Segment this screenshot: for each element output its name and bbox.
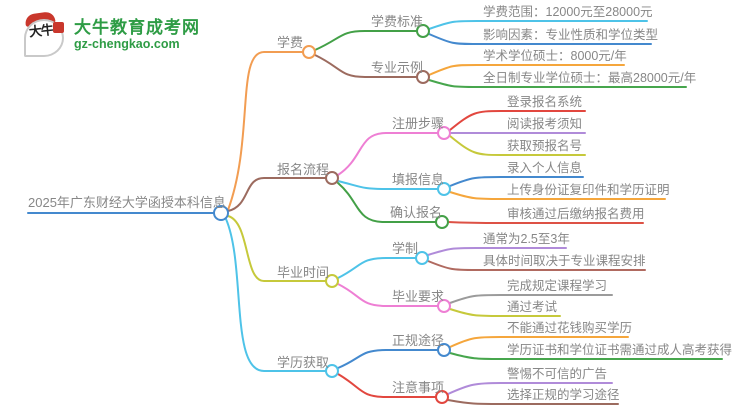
leaf-get-preregistration-number[interactable]: 获取预报名号 bbox=[507, 139, 583, 153]
edge-graduation-time bbox=[227, 215, 327, 282]
study-duration-node-circle[interactable] bbox=[415, 251, 429, 265]
leaf-influencing-factors[interactable]: 影响因素：专业性质和学位类型 bbox=[483, 28, 659, 42]
tuition-node-circle[interactable] bbox=[302, 45, 316, 59]
site-url: gz-chengkao.com bbox=[74, 37, 180, 51]
edge-registration-process bbox=[227, 177, 327, 212]
mindmap-edges bbox=[27, 20, 723, 405]
leaf-login-system[interactable]: 登录报名系统 bbox=[507, 95, 583, 109]
precautions-node-circle[interactable] bbox=[435, 390, 449, 404]
edge-graduation-requirements bbox=[337, 283, 439, 307]
leaf-cannot-buy-diploma[interactable]: 不能通过花钱购买学历 bbox=[507, 321, 633, 335]
leaf-academic-master-fee[interactable]: 学术学位硕士：8000元/年 bbox=[483, 49, 627, 63]
edge-beware-ads bbox=[447, 382, 613, 395]
edge-confirm-registration bbox=[337, 182, 437, 223]
edge-upload-id-documents bbox=[449, 191, 666, 200]
registration-process-node-circle[interactable] bbox=[325, 171, 339, 185]
edge-cannot-buy-diploma bbox=[449, 336, 629, 348]
leaf-certificates-via-gaokao[interactable]: 学历证书和学位证书需通过成人高考获得 bbox=[507, 343, 733, 357]
root-node-label[interactable]: 2025年广东财经大学函授本科信息 bbox=[28, 195, 226, 210]
site-logo-text: 大牛教育成考网 gz-chengkao.com bbox=[74, 18, 200, 52]
edge-precautions bbox=[337, 373, 437, 398]
major-examples-node-circle[interactable] bbox=[416, 70, 430, 84]
edge-study-duration bbox=[337, 257, 417, 279]
fill-info-node-circle[interactable] bbox=[437, 182, 451, 196]
node-tuition-standard[interactable]: 学费标准 bbox=[371, 14, 424, 29]
edge-diploma-acquisition bbox=[225, 218, 327, 372]
edge-influencing-factors bbox=[428, 33, 652, 45]
graduation-time-node-circle[interactable] bbox=[325, 274, 339, 288]
edge-login-system bbox=[449, 110, 586, 131]
site-logo-icon: 大牛 bbox=[22, 10, 66, 58]
leaf-pass-exams[interactable]: 通过考试 bbox=[507, 300, 558, 314]
edge-tuition-standard bbox=[314, 30, 418, 51]
edge-pay-after-review bbox=[447, 221, 644, 224]
edge-fill-info bbox=[337, 180, 439, 190]
edge-depends-on-curriculum bbox=[427, 260, 646, 271]
node-graduation-time[interactable]: 毕业时间 bbox=[277, 265, 330, 280]
node-legitimate-channels[interactable]: 正规途径 bbox=[392, 333, 445, 348]
legitimate-channels-node-circle[interactable] bbox=[437, 343, 451, 357]
leaf-complete-courses[interactable]: 完成规定课程学习 bbox=[507, 279, 608, 293]
leaf-pay-after-review[interactable]: 审核通过后缴纳报名费用 bbox=[507, 207, 645, 221]
edge-register-steps bbox=[337, 132, 439, 176]
edge-legitimate-channels bbox=[337, 349, 439, 369]
edge-major-examples bbox=[314, 54, 418, 78]
leaf-choose-legitimate-path[interactable]: 选择正规的学习途径 bbox=[507, 388, 620, 402]
node-study-duration[interactable]: 学制 bbox=[392, 241, 419, 256]
edge-get-preregistration-number bbox=[449, 135, 586, 156]
logo-red-seal bbox=[53, 22, 64, 33]
leaf-beware-ads[interactable]: 警惕不可信的广告 bbox=[507, 367, 608, 381]
site-logo[interactable]: 大牛 大牛教育成考网 gz-chengkao.com bbox=[22, 10, 200, 58]
edge-certificates-via-gaokao bbox=[449, 352, 723, 360]
confirm-registration-node-circle[interactable] bbox=[435, 215, 449, 229]
register-steps-node-circle[interactable] bbox=[437, 126, 451, 140]
root-node-circle[interactable] bbox=[213, 205, 229, 221]
leaf-fulltime-master-fee[interactable]: 全日制专业学位硕士：最高28000元/年 bbox=[483, 71, 697, 85]
leaf-read-notice[interactable]: 阅读报考须知 bbox=[507, 117, 583, 131]
leaf-tuition-range[interactable]: 学费范围：12000元至28000元 bbox=[483, 5, 653, 19]
edge-tuition bbox=[227, 51, 304, 211]
node-precautions[interactable]: 注意事项 bbox=[392, 380, 445, 395]
diploma-acquisition-node-circle[interactable] bbox=[325, 364, 339, 378]
edge-tuition-range bbox=[428, 20, 648, 30]
edge-enter-personal-info bbox=[449, 176, 584, 187]
leaf-upload-id-documents[interactable]: 上传身份证复印件和学历证明 bbox=[507, 183, 670, 197]
edge-fulltime-master-fee bbox=[428, 79, 687, 88]
node-graduation-requirements[interactable]: 毕业要求 bbox=[392, 289, 445, 304]
leaf-depends-on-curriculum[interactable]: 具体时间取决于专业课程安排 bbox=[483, 254, 646, 268]
edge-choose-legitimate-path bbox=[447, 399, 619, 405]
node-diploma-acquisition[interactable]: 学历获取 bbox=[277, 355, 330, 370]
leaf-enter-personal-info[interactable]: 录入个人信息 bbox=[507, 161, 583, 175]
tuition-standard-node-circle[interactable] bbox=[416, 24, 430, 38]
edge-pass-exams bbox=[449, 308, 561, 317]
edge-usually-years bbox=[427, 247, 567, 256]
node-registration-process[interactable]: 报名流程 bbox=[277, 162, 330, 177]
edge-complete-courses bbox=[449, 294, 613, 304]
graduation-requirements-node-circle[interactable] bbox=[437, 299, 451, 313]
node-major-examples[interactable]: 专业示例 bbox=[371, 60, 424, 75]
node-register-steps[interactable]: 注册步骤 bbox=[392, 116, 445, 131]
mindmap-node-connectors bbox=[213, 24, 451, 404]
node-confirm-registration[interactable]: 确认报名 bbox=[390, 205, 443, 220]
node-fill-info[interactable]: 填报信息 bbox=[392, 172, 445, 187]
leaf-usually-2-5-to-3-years[interactable]: 通常为2.5至3年 bbox=[483, 232, 570, 246]
site-name: 大牛教育成考网 bbox=[74, 18, 200, 37]
edge-academic-master-fee bbox=[428, 64, 625, 76]
node-tuition[interactable]: 学费 bbox=[277, 35, 304, 50]
